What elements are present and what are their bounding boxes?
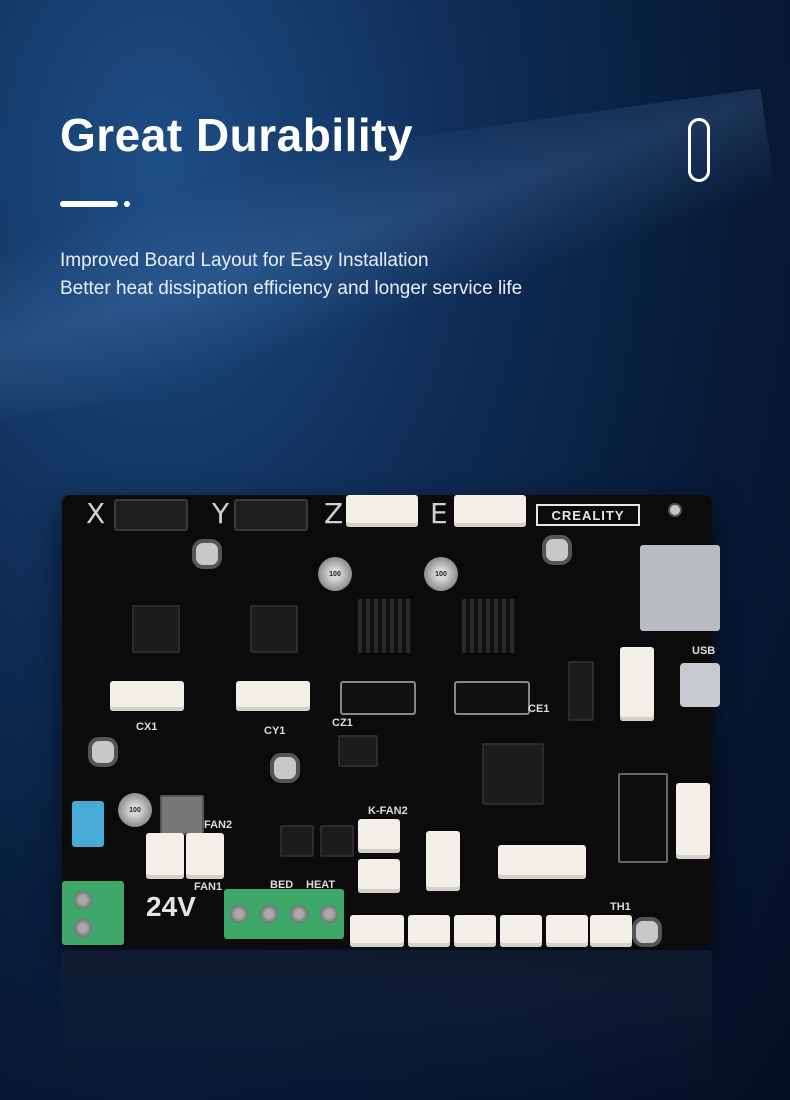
connector-fan2-a <box>146 833 184 879</box>
power-terminal <box>62 881 124 945</box>
terminal-screw <box>74 891 92 909</box>
mounting-hole <box>668 503 682 517</box>
usb-label: USB <box>692 645 716 657</box>
stepper-driver-chip <box>132 605 180 653</box>
axis-label-e: E <box>430 497 448 530</box>
ic-chip <box>568 661 594 721</box>
label-cx1: CX1 <box>136 721 158 733</box>
stepper-connector-z <box>346 495 418 527</box>
sd-card-slot <box>640 545 720 631</box>
capacitor: 100 <box>118 793 152 827</box>
ic-chip <box>338 735 378 767</box>
terminal-screw <box>290 905 308 923</box>
mounting-hole <box>632 917 662 947</box>
stepper-connector-x <box>114 499 188 531</box>
heatsink <box>358 599 412 653</box>
label-bed: BED <box>270 879 294 891</box>
page-title: Great Durability <box>60 109 414 161</box>
connector-ce1 <box>454 681 530 715</box>
connector-probe <box>498 845 586 879</box>
endstop-connector <box>500 915 542 947</box>
terminal-screw <box>230 905 248 923</box>
microcontroller-chip <box>482 743 544 805</box>
connector-mid <box>426 831 460 891</box>
connector-cz1 <box>340 681 416 715</box>
connector-fan2-b <box>186 833 224 879</box>
terminal-screw <box>320 905 338 923</box>
terminal-screw <box>260 905 278 923</box>
label-cz1: CZ1 <box>332 717 353 729</box>
stepper-connector-y <box>234 499 308 531</box>
mounting-hole <box>88 737 118 767</box>
mounting-hole <box>192 539 222 569</box>
usb-port <box>680 663 720 707</box>
accent-bar <box>60 201 118 207</box>
thermistor-connector <box>590 915 632 947</box>
label-ce1: CE1 <box>528 703 550 715</box>
title-underline-accent <box>60 201 130 207</box>
bed-heat-terminal <box>224 889 344 939</box>
mounting-hole <box>270 753 300 783</box>
connector-fan <box>358 859 400 893</box>
endstop-connector <box>546 915 588 947</box>
board-reflection <box>62 950 712 1100</box>
label-heat: HEAT <box>306 879 336 891</box>
fuse <box>72 801 104 847</box>
axis-label-z: Z <box>324 497 344 530</box>
capacitor: 100 <box>424 557 458 591</box>
mainboard-photo: X Y Z E CREALITY 100 100 100 USB CX1 CY1… <box>62 495 720 947</box>
stepper-driver-chip <box>250 605 298 653</box>
connector-kfan2 <box>358 819 400 853</box>
mosfet <box>280 825 314 857</box>
scroll-indicator-icon <box>688 118 710 182</box>
connector-right <box>676 783 710 859</box>
label-cy1: CY1 <box>264 725 286 737</box>
heatsink <box>462 599 516 653</box>
label-fan1: FAN1 <box>194 881 223 893</box>
creality-logo: CREALITY <box>536 504 640 526</box>
connector-cy1 <box>236 681 310 711</box>
mosfet <box>320 825 354 857</box>
stepper-connector-e <box>454 495 526 527</box>
subtitle-line-1: Improved Board Layout for Easy Installat… <box>60 250 429 271</box>
voltage-label: 24V <box>146 891 196 922</box>
terminal-screw <box>74 919 92 937</box>
label-kfan2: K-FAN2 <box>368 805 408 817</box>
subtitle-line-2: Better heat dissipation efficiency and l… <box>60 278 523 299</box>
inductor <box>160 795 204 835</box>
mounting-hole <box>542 535 572 565</box>
connector-side <box>620 647 654 721</box>
axis-label-x: X <box>86 497 106 530</box>
label-fan2: FAN2 <box>204 819 233 831</box>
header-connector <box>618 773 668 863</box>
label-th1: TH1 <box>610 901 631 913</box>
axis-label-y: Y <box>212 497 230 530</box>
connector-cx1 <box>110 681 184 711</box>
endstop-connector <box>408 915 450 947</box>
capacitor: 100 <box>318 557 352 591</box>
endstop-connector <box>454 915 496 947</box>
accent-dot <box>124 201 130 207</box>
endstop-connector <box>350 915 404 947</box>
